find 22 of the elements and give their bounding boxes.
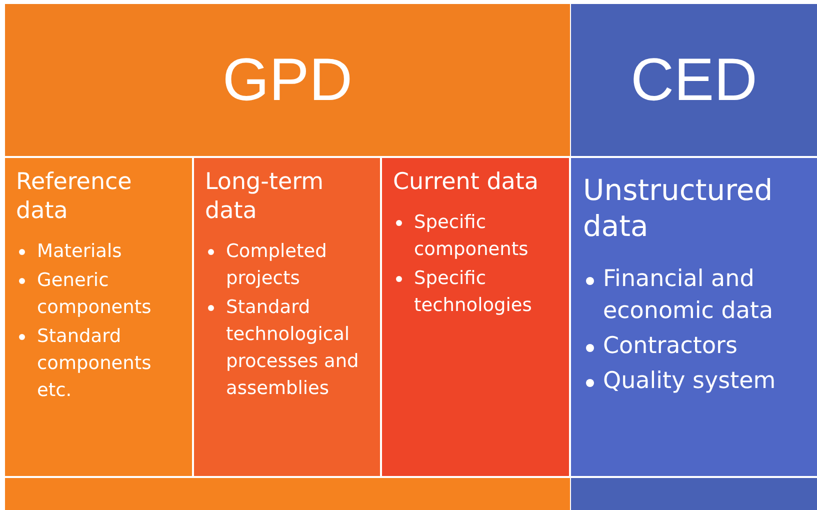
- panel-heading: Unstructured data: [583, 172, 774, 244]
- panel-heading: Current data: [393, 168, 540, 197]
- category-panel: [382, 158, 569, 476]
- category-panel: [194, 158, 380, 476]
- panel-heading: Reference data: [16, 168, 133, 226]
- header-band: [571, 4, 817, 156]
- bullet-text: Contractors: [603, 332, 738, 359]
- bullet-text: Financial and economic data: [603, 266, 774, 324]
- bullet-text: Quality system: [603, 368, 776, 394]
- bullet-text: Generic components: [37, 270, 152, 318]
- category-panel: [5, 158, 192, 476]
- bullet-text: Standard technological processes and assemblies: [226, 296, 359, 400]
- header-title: CED: [630, 50, 758, 110]
- header-title: GPD: [222, 50, 353, 110]
- panel-heading: Long-term data: [205, 168, 325, 226]
- bullet-text: Specific technologies: [414, 268, 532, 316]
- bullet-text: Materials: [37, 240, 122, 262]
- header-band: [5, 4, 570, 156]
- bullet-text: Completed projects: [226, 240, 327, 289]
- bullet-text: Specific components: [414, 212, 528, 260]
- category-panel: [571, 158, 817, 476]
- bullet-text: Standard components etc.: [37, 326, 152, 402]
